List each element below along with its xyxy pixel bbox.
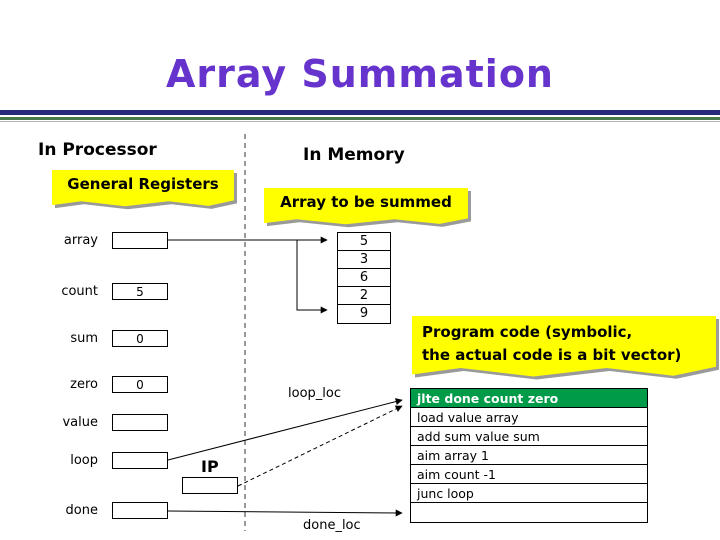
register-box-zero: 0 [112,376,168,393]
slide-title: Array Summation [166,52,554,96]
ip-box [182,477,238,494]
memory-cell: 3 [338,251,390,269]
program-code-line1: Program code (symbolic, [422,323,633,341]
loop-pointer-arrow [167,398,403,461]
code-row-load: load value array [411,408,647,427]
register-box-array [112,232,168,249]
array-extent-arrow [296,240,328,314]
ip-label: IP [201,457,219,476]
register-box-value [112,414,168,431]
memory-cell: 6 [338,269,390,287]
divider-navy [0,110,720,115]
divider-shadow [0,121,720,122]
code-row-empty [411,503,647,522]
register-box-count: 5 [112,283,168,300]
divider-green [0,117,720,120]
code-row-aim-count: aim count -1 [411,465,647,484]
register-label-zero: zero [70,377,98,392]
register-label-count: count [61,284,98,299]
register-box-done [112,502,168,519]
banner-array-summed: Array to be summed [264,188,468,227]
memory-cell: 2 [338,287,390,305]
register-label-sum: sum [70,331,98,346]
banner-program-code: Program code (symbolic, the actual code … [412,316,716,381]
loop-loc-label: loop_loc [288,386,341,401]
register-box-loop [112,452,168,469]
register-label-loop: loop [70,453,98,468]
register-label-value: value [62,415,98,430]
register-box-sum: 0 [112,330,168,347]
register-label-array: array [63,233,98,248]
code-row-aim-array: aim array 1 [411,446,647,465]
ip-pointer-arrow [237,405,403,487]
memory-cell: 5 [338,233,390,251]
banner-program-code-box: Program code (symbolic, the actual code … [412,316,716,377]
code-row-jlte: jlte done count zero [411,389,647,408]
code-row-add: add sum value sum [411,427,647,446]
program-code-line2: the actual code is a bit vector) [422,346,682,364]
banner-general-registers: General Registers [52,170,234,209]
heading-in-memory: In Memory [303,145,405,165]
memory-cell: 9 [359,306,369,321]
heading-in-processor: In Processor [38,140,157,160]
done-loc-label: done_loc [303,518,361,533]
code-row-junc: junc loop [411,484,647,503]
banner-array-summed-text: Array to be summed [264,188,468,225]
register-label-done: done [65,503,98,518]
done-pointer-arrow [167,509,403,517]
program-code-table: jlte done count zero load value array ad… [410,388,648,523]
memory-array: 5 3 6 2 9 [337,232,391,324]
banner-general-registers-text: General Registers [52,170,234,207]
